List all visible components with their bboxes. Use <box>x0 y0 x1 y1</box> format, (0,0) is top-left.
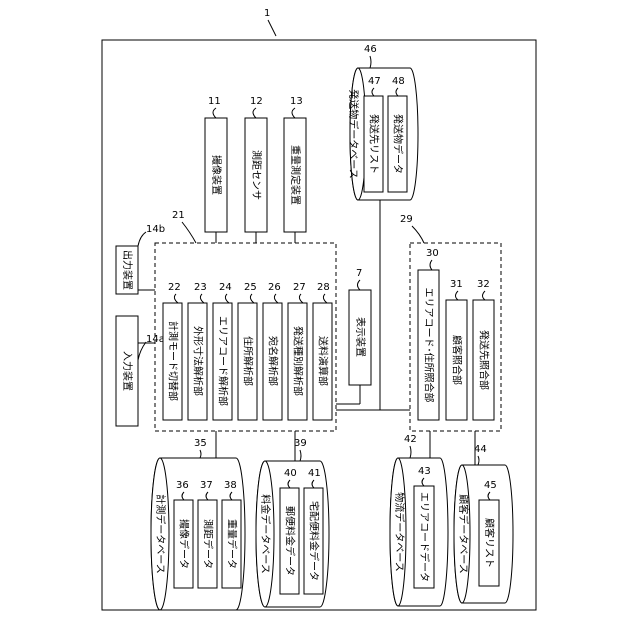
fee-db-label: 料金データベース <box>259 494 272 574</box>
svg-text:27: 27 <box>293 282 306 293</box>
customer-db-label: 顧客データベース <box>457 494 470 574</box>
logistics-db-ref: 42 <box>404 434 417 445</box>
svg-text:31: 31 <box>450 279 463 290</box>
svg-text:23: 23 <box>194 282 207 293</box>
unit-32: 発送先照合部 32 <box>473 279 494 420</box>
svg-text:43: 43 <box>418 466 431 477</box>
logistics-db-label: 物流データベース <box>393 492 406 572</box>
svg-text:発送先照合部: 発送先照合部 <box>478 330 491 390</box>
svg-text:発送先リスト: 発送先リスト <box>368 114 381 174</box>
unit-31: 顧客照合部 31 <box>446 279 467 420</box>
unit-25: 住所解析部 25 <box>238 282 257 420</box>
svg-text:撮像データ: 撮像データ <box>178 519 191 569</box>
unit-30: エリアコード･住所照合部 30 <box>418 248 439 420</box>
svg-text:38: 38 <box>224 480 237 491</box>
svg-text:発送種別解析部: 発送種別解析部 <box>292 326 305 396</box>
distance-sensor-ref: 12 <box>250 96 263 107</box>
svg-text:41: 41 <box>308 468 321 479</box>
system-ref-number: 1 <box>264 8 270 19</box>
svg-text:45: 45 <box>484 480 497 491</box>
svg-text:48: 48 <box>392 76 405 87</box>
imaging-device-ref: 11 <box>208 96 221 107</box>
unit-27: 発送種別解析部 27 <box>288 282 307 420</box>
unit-23: 外形寸法解析部 23 <box>188 282 207 420</box>
weighing-device-ref: 13 <box>290 96 303 107</box>
svg-text:重量データ: 重量データ <box>226 519 239 569</box>
svg-text:エリアコードデータ: エリアコードデータ <box>418 492 431 582</box>
svg-text:宛名解析部: 宛名解析部 <box>267 336 280 386</box>
shipment-db-label: 発送物データベース <box>347 89 360 179</box>
svg-text:住所解析部: 住所解析部 <box>242 336 255 386</box>
unit-26: 宛名解析部 26 <box>263 282 282 420</box>
measurement-database: 計測データベース 35 撮像データ 36 測距データ 37 重量データ 38 <box>151 438 245 610</box>
svg-text:25: 25 <box>244 282 257 293</box>
fee-database: 料金データベース 39 郵便料金データ 40 宅配便料金データ 41 <box>256 438 329 607</box>
svg-text:宅配便料金データ: 宅配便料金データ <box>308 501 321 581</box>
unit-22: 計測モード切替部 22 <box>163 282 182 420</box>
processor-ref: 21 <box>172 210 185 221</box>
weighing-device-label: 重量測定装置 <box>289 145 302 205</box>
measurement-db-label: 計測データベース <box>154 494 167 574</box>
svg-text:40: 40 <box>284 468 297 479</box>
svg-text:顧客照合部: 顧客照合部 <box>451 335 464 385</box>
imaging-device-label: 撮像装置 <box>210 155 223 195</box>
logistics-database: 物流データベース 42 エリアコードデータ 43 <box>390 434 448 606</box>
svg-text:送料演算部: 送料演算部 <box>317 336 330 386</box>
output-device-label: 出力装置 <box>121 250 134 290</box>
fee-db-ref: 39 <box>294 438 307 449</box>
svg-text:26: 26 <box>268 282 281 293</box>
svg-text:37: 37 <box>200 480 213 491</box>
distance-sensor-label: 測距センサ <box>250 150 263 200</box>
svg-text:計測モード切替部: 計測モード切替部 <box>167 321 180 401</box>
customer-db-ref: 44 <box>474 444 487 455</box>
measurement-db-ref: 35 <box>194 438 207 449</box>
unit-28: 送料演算部 28 <box>313 282 332 420</box>
display-device-ref: 7 <box>356 268 362 279</box>
svg-text:47: 47 <box>368 76 381 87</box>
svg-text:22: 22 <box>168 282 181 293</box>
svg-text:エリアコード解析部: エリアコード解析部 <box>217 316 230 406</box>
svg-text:郵便料金データ: 郵便料金データ <box>284 506 297 576</box>
svg-text:30: 30 <box>426 248 439 259</box>
matcher-ref: 29 <box>400 214 413 225</box>
input-device-label: 入力装置 <box>121 351 134 391</box>
svg-text:32: 32 <box>477 279 490 290</box>
svg-text:発送物データ: 発送物データ <box>392 114 405 174</box>
shipment-db-ref: 46 <box>364 44 377 55</box>
unit-24: エリアコード解析部 24 <box>213 282 232 420</box>
svg-text:24: 24 <box>219 282 232 293</box>
svg-text:36: 36 <box>176 480 189 491</box>
svg-text:顧客リスト: 顧客リスト <box>483 518 496 568</box>
svg-text:測距データ: 測距データ <box>202 519 215 569</box>
system-ref-leader <box>268 20 276 36</box>
customer-database: 顧客データベース 44 顧客リスト 45 <box>454 444 513 603</box>
display-device-label: 表示装置 <box>354 317 367 357</box>
svg-text:28: 28 <box>317 282 330 293</box>
svg-text:外形寸法解析部: 外形寸法解析部 <box>192 326 205 396</box>
output-device-ref: 14b <box>146 224 165 235</box>
svg-text:エリアコード･住所照合部: エリアコード･住所照合部 <box>423 288 436 403</box>
